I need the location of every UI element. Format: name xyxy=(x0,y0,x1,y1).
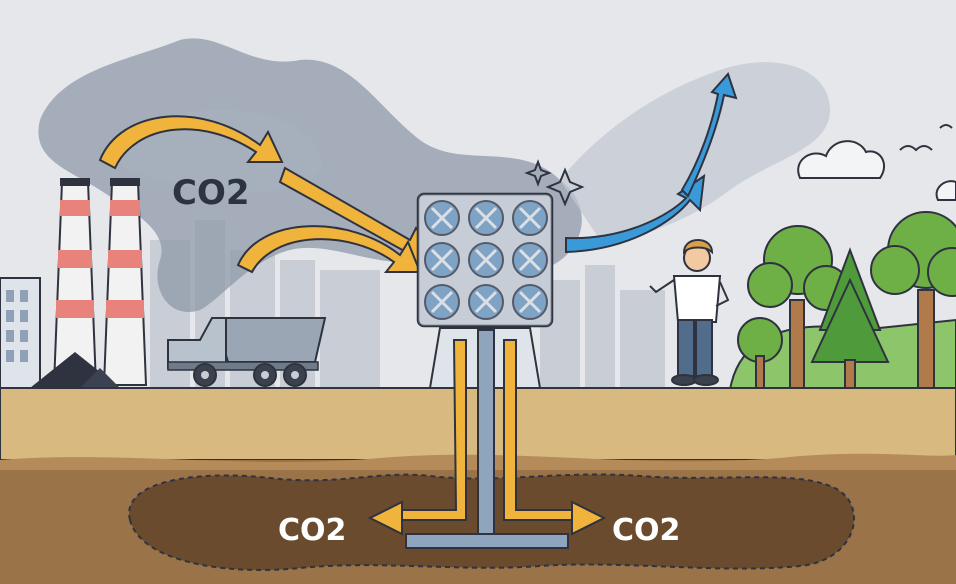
underground-arrows xyxy=(367,500,607,536)
chimney-right xyxy=(102,178,148,386)
arrow-blue-upper xyxy=(680,72,738,198)
office-building xyxy=(0,277,41,389)
sparkle-icon xyxy=(524,159,585,207)
injection-pipes xyxy=(399,329,573,549)
co2-left-label: CO2 xyxy=(278,513,346,548)
person-icon xyxy=(649,239,730,386)
tree-icon xyxy=(728,211,956,391)
chimney-left xyxy=(52,178,98,386)
arrow-orange-1 xyxy=(98,115,284,170)
co2-right-label: CO2 xyxy=(612,513,680,548)
arrow-left xyxy=(367,500,403,536)
cloud-icon xyxy=(797,140,956,201)
factory-icon xyxy=(30,178,148,388)
fan-array-icon xyxy=(416,192,554,328)
dump-truck-icon xyxy=(167,317,327,387)
arrow-right xyxy=(571,500,607,536)
fans xyxy=(424,200,548,320)
bird-icon xyxy=(899,124,953,152)
co2-air-label: CO2 xyxy=(172,173,250,213)
